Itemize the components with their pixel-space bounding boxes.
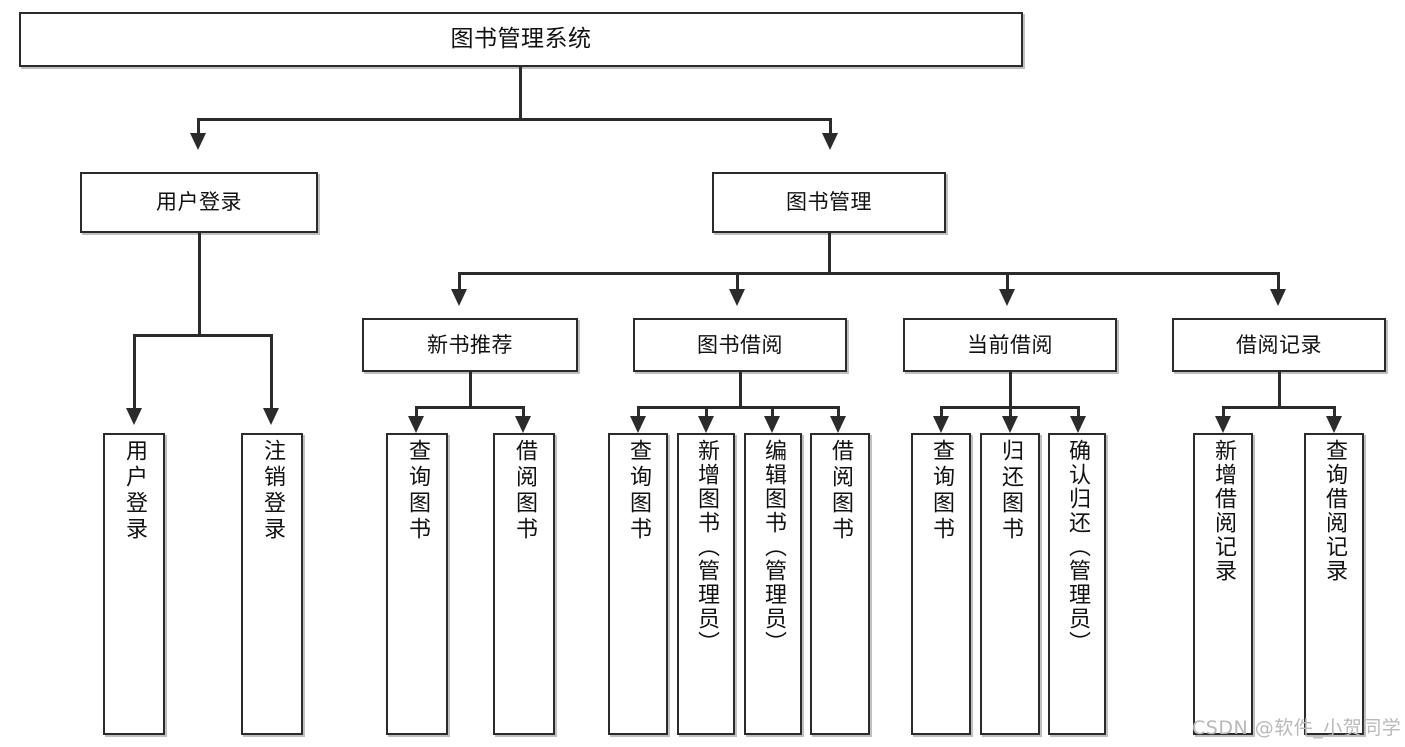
connector-current-borrow-drop-2 bbox=[1009, 406, 1012, 418]
connector-new-book-drop-2 bbox=[522, 406, 525, 418]
connector-borrow-record-split-bar bbox=[1222, 406, 1336, 409]
connector-user-login-stem bbox=[198, 233, 201, 336]
leaf-add-book-admin[interactable]: 新增图书（管理员） bbox=[677, 433, 735, 735]
connector-root-stem bbox=[519, 67, 522, 120]
leaf-label: 新增图书（管理员） bbox=[694, 439, 719, 655]
arrowhead-current-borrow-leaf-2 bbox=[1002, 416, 1018, 433]
connector-book-manage-stem bbox=[828, 233, 831, 274]
connector-current-borrow-stem bbox=[1009, 372, 1012, 409]
leaf-query-book-borrow[interactable]: 查询图书 bbox=[608, 433, 668, 735]
node-new-book-recommend[interactable]: 新书推荐 bbox=[362, 318, 578, 372]
leaf-borrow-book[interactable]: 借阅图书 bbox=[810, 433, 870, 735]
leaf-confirm-return-admin[interactable]: 确认归还（管理员） bbox=[1048, 433, 1106, 735]
node-label: 图书管理系统 bbox=[450, 26, 592, 53]
arrowhead-to-logout-leaf bbox=[263, 408, 279, 425]
node-label: 借阅记录 bbox=[1236, 332, 1322, 357]
arrowhead-to-current-borrow bbox=[999, 289, 1015, 306]
node-label: 用户登录 bbox=[156, 190, 242, 215]
connector-book-borrow-drop-4 bbox=[837, 406, 840, 418]
arrowhead-borrow-record-leaf-1 bbox=[1215, 416, 1231, 433]
node-user-login[interactable]: 用户登录 bbox=[80, 172, 318, 233]
connector-current-borrow-drop-1 bbox=[940, 406, 943, 418]
arrowhead-book-borrow-leaf-1 bbox=[630, 416, 646, 433]
leaf-edit-book-admin[interactable]: 编辑图书（管理员） bbox=[744, 433, 802, 735]
arrowhead-to-book-manage bbox=[822, 133, 838, 150]
leaf-label: 确认归还（管理员） bbox=[1065, 439, 1090, 655]
connector-root-left-drop bbox=[197, 118, 200, 135]
connector-book-manage-split-bar bbox=[458, 272, 1280, 275]
connector-user-login-split-bar bbox=[133, 334, 273, 337]
connector-book-manage-drop-1 bbox=[458, 272, 461, 290]
connector-user-login-drop-2 bbox=[270, 334, 273, 409]
connector-new-book-split-bar bbox=[415, 406, 525, 409]
arrowhead-new-book-leaf-2 bbox=[515, 416, 531, 433]
connector-book-manage-drop-2 bbox=[736, 272, 739, 290]
connector-book-borrow-drop-2 bbox=[705, 406, 708, 418]
connector-borrow-record-drop-1 bbox=[1222, 406, 1225, 418]
node-borrow-record[interactable]: 借阅记录 bbox=[1172, 318, 1386, 372]
connector-borrow-record-stem bbox=[1278, 372, 1281, 409]
connector-book-manage-drop-4 bbox=[1277, 272, 1280, 290]
arrowhead-book-borrow-leaf-3 bbox=[764, 416, 780, 433]
arrowhead-to-new-book-recommend bbox=[451, 289, 467, 306]
arrowhead-new-book-leaf-1 bbox=[408, 416, 424, 433]
watermark-text: CSDN @软件_小贺同学 bbox=[1192, 717, 1402, 739]
arrowhead-borrow-record-leaf-2 bbox=[1326, 416, 1342, 433]
connector-book-borrow-drop-3 bbox=[771, 406, 774, 418]
node-book-manage[interactable]: 图书管理 bbox=[712, 172, 946, 233]
leaf-label: 查询图书 bbox=[405, 439, 430, 543]
connector-new-book-drop-1 bbox=[415, 406, 418, 418]
arrowhead-book-borrow-leaf-4 bbox=[830, 416, 846, 433]
leaf-label: 用户登录 bbox=[122, 439, 147, 543]
leaf-label: 新增借阅记录 bbox=[1211, 439, 1236, 583]
leaf-label: 归还图书 bbox=[998, 439, 1023, 543]
node-label: 当前借阅 bbox=[967, 332, 1053, 357]
leaf-logout[interactable]: 注销登录 bbox=[241, 433, 303, 735]
connector-user-login-drop-1 bbox=[133, 334, 136, 409]
leaf-label: 查询图书 bbox=[929, 439, 954, 543]
leaf-query-book-recommend[interactable]: 查询图书 bbox=[386, 433, 448, 735]
node-label: 新书推荐 bbox=[427, 332, 513, 357]
leaf-label: 借阅图书 bbox=[828, 439, 853, 543]
leaf-query-book-current[interactable]: 查询图书 bbox=[911, 433, 971, 735]
node-book-borrow[interactable]: 图书借阅 bbox=[633, 318, 847, 372]
arrowhead-current-borrow-leaf-1 bbox=[933, 416, 949, 433]
connector-root-split-bar bbox=[197, 118, 832, 121]
leaf-label: 查询图书 bbox=[626, 439, 651, 543]
connector-book-borrow-stem bbox=[739, 372, 742, 409]
leaf-label: 查询借阅记录 bbox=[1322, 439, 1347, 583]
arrowhead-to-borrow-record bbox=[1270, 289, 1286, 306]
arrowhead-to-book-borrow bbox=[729, 289, 745, 306]
arrowhead-to-user-login-leaf bbox=[126, 408, 142, 425]
node-current-borrow[interactable]: 当前借阅 bbox=[903, 318, 1117, 372]
connector-current-borrow-drop-3 bbox=[1077, 406, 1080, 418]
connector-root-right-drop bbox=[829, 118, 832, 135]
leaf-label: 编辑图书（管理员） bbox=[761, 439, 786, 655]
connector-book-manage-drop-3 bbox=[1006, 272, 1009, 290]
leaf-query-borrow-record[interactable]: 查询借阅记录 bbox=[1304, 433, 1364, 735]
leaf-return-book[interactable]: 归还图书 bbox=[980, 433, 1040, 735]
node-label: 图书借阅 bbox=[697, 332, 783, 357]
arrowhead-book-borrow-leaf-2 bbox=[698, 416, 714, 433]
connector-new-book-stem bbox=[469, 372, 472, 409]
leaf-user-login[interactable]: 用户登录 bbox=[103, 433, 165, 735]
arrowhead-to-user-login bbox=[190, 133, 206, 150]
arrowhead-current-borrow-leaf-3 bbox=[1070, 416, 1086, 433]
leaf-add-borrow-record[interactable]: 新增借阅记录 bbox=[1193, 433, 1253, 735]
node-label: 图书管理 bbox=[786, 190, 872, 215]
connector-borrow-record-drop-2 bbox=[1333, 406, 1336, 418]
leaf-borrow-book-recommend[interactable]: 借阅图书 bbox=[493, 433, 555, 735]
leaf-label: 注销登录 bbox=[260, 439, 285, 543]
node-root-system[interactable]: 图书管理系统 bbox=[19, 12, 1023, 67]
leaf-label: 借阅图书 bbox=[512, 439, 537, 543]
connector-book-borrow-drop-1 bbox=[637, 406, 640, 418]
connector-book-borrow-split-bar bbox=[637, 406, 840, 409]
